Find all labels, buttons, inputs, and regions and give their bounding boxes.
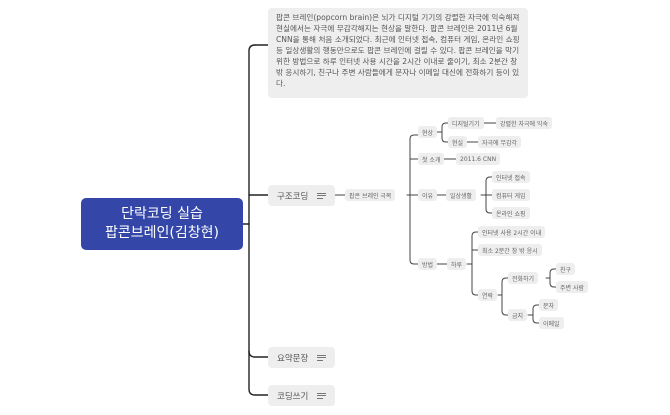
- node-prohibit[interactable]: 금지: [508, 309, 528, 321]
- node-contact[interactable]: 연락: [478, 289, 498, 301]
- node-digital-device[interactable]: 디지털기기: [448, 117, 484, 129]
- notes-icon: [317, 354, 327, 361]
- node-online-shopping[interactable]: 온라인 쇼핑: [492, 207, 530, 219]
- root-title-line2: 팝콘브레인(김창현): [105, 225, 219, 241]
- branch-label: 요약문장: [277, 353, 309, 364]
- node-window-2min[interactable]: 최소 2분간 창 밖 응시: [478, 244, 542, 256]
- node-phone-call[interactable]: 전화하기: [508, 272, 539, 284]
- node-friend[interactable]: 친구: [556, 263, 576, 275]
- node-strong-stimulus[interactable]: 강렬한 자극에 익숙: [496, 117, 552, 129]
- branch-coding-writing[interactable]: 코딩쓰기: [268, 385, 336, 406]
- node-reason[interactable]: 이유: [418, 189, 438, 201]
- node-2011-cnn[interactable]: 2011.6 CNN: [456, 153, 501, 165]
- node-daily-life[interactable]: 일상생활: [446, 189, 477, 201]
- notes-icon: [317, 192, 327, 199]
- node-numb-stimulus[interactable]: 자극에 무감각: [478, 136, 522, 148]
- node-popcorn-brain-overcome[interactable]: 팝콘 브레인 극복: [345, 189, 396, 201]
- root-node[interactable]: 단락코딩 실습 팝콘브레인(김창현): [81, 198, 243, 250]
- node-phenomenon[interactable]: 현상: [418, 126, 438, 138]
- branch-summary-sentence[interactable]: 요약문장: [268, 347, 336, 368]
- node-internet-2h[interactable]: 인터넷 사용 2시간 이내: [478, 226, 546, 238]
- summary-note[interactable]: 팝콘 브레인(popcorn brain)은 뇌가 디지털 기기의 강렬한 자극…: [268, 8, 528, 98]
- notes-icon: [317, 392, 327, 399]
- branch-label: 코딩쓰기: [277, 391, 309, 402]
- node-email[interactable]: 이메일: [539, 317, 564, 329]
- node-method[interactable]: 방법: [418, 258, 438, 270]
- node-internet-access[interactable]: 인터넷 접속: [492, 171, 530, 183]
- branch-label: 구조코딩: [277, 191, 309, 202]
- node-text-message[interactable]: 문자: [539, 299, 559, 311]
- node-nearby-people[interactable]: 주변 사람: [556, 281, 588, 293]
- node-per-day[interactable]: 하루: [447, 258, 467, 270]
- branch-structure-coding[interactable]: 구조코딩: [268, 185, 336, 206]
- node-computer-game[interactable]: 컴퓨터 게임: [492, 189, 530, 201]
- root-title-line1: 단락코딩 실습: [121, 206, 203, 222]
- node-reality[interactable]: 현실: [448, 136, 468, 148]
- node-first-intro[interactable]: 첫 소개: [418, 153, 445, 165]
